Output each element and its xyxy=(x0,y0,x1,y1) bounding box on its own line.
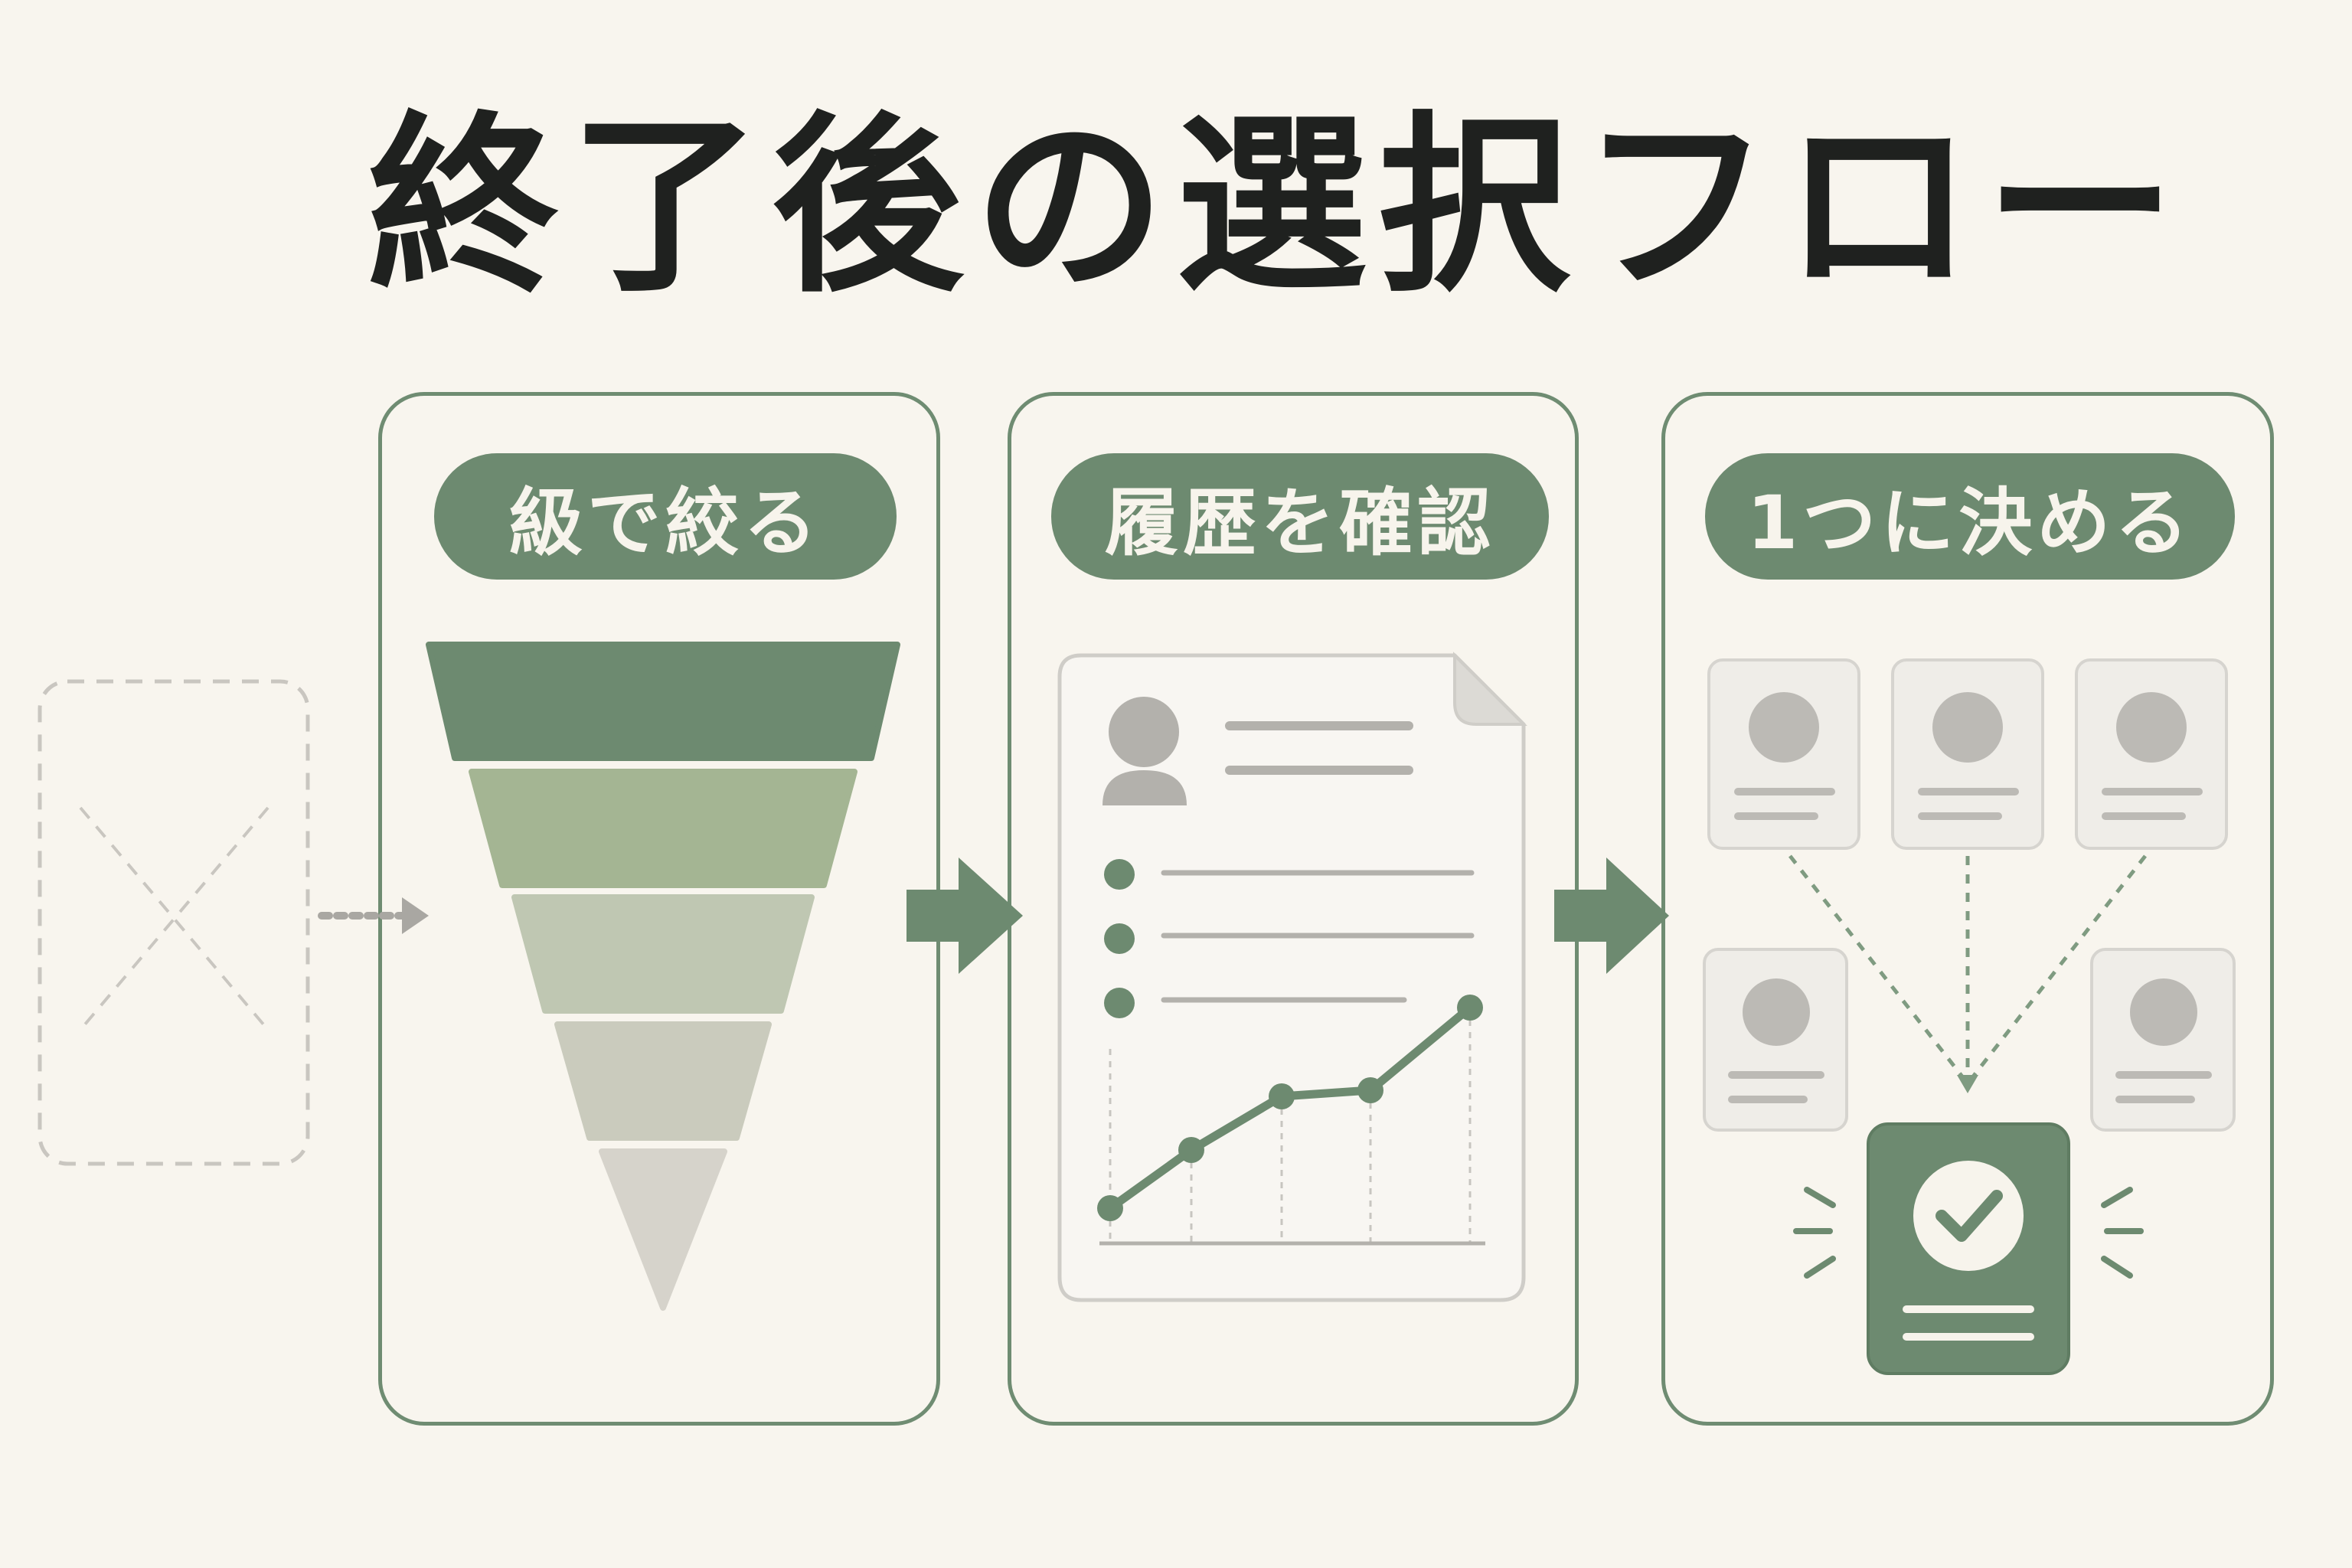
trend-chart-icon xyxy=(1097,995,1485,1246)
step-label-filter: 級で絞る xyxy=(434,453,897,580)
funnel-level-4 xyxy=(554,1021,772,1141)
candidate-card-icon xyxy=(2075,658,2228,850)
connector-arrowhead-icon xyxy=(1957,1075,1978,1093)
funnel-icon xyxy=(426,642,900,1311)
arrow-right-icon xyxy=(1554,858,1669,974)
candidate-cards xyxy=(1703,658,2236,1132)
candidate-card-icon xyxy=(1707,658,1860,850)
funnel-level-2 xyxy=(469,769,858,888)
selected-card-icon xyxy=(1867,1122,2070,1375)
candidate-card-icon xyxy=(2090,948,2236,1132)
step-label-decide: 1つに決める xyxy=(1705,453,2235,580)
selection-connectors xyxy=(1788,854,2147,1081)
candidate-card-icon xyxy=(1891,658,2044,850)
candidate-card-icon xyxy=(1703,948,1848,1132)
history-document-icon xyxy=(1057,652,1527,1302)
funnel-level-1 xyxy=(426,642,900,761)
highlight-rays-icon xyxy=(1793,1187,2144,1279)
placeholder-image-icon xyxy=(38,679,310,1166)
funnel-level-3 xyxy=(511,894,815,1014)
arrow-right-icon xyxy=(906,858,1023,974)
page-title: 終了後の選択フロー xyxy=(368,95,2187,318)
user-avatar-icon xyxy=(1102,697,1187,805)
step-label-history: 履歴を確認 xyxy=(1051,453,1549,580)
check-icon xyxy=(1936,1190,2003,1242)
dotted-arrow-icon xyxy=(318,897,429,934)
funnel-level-5 xyxy=(599,1148,727,1311)
